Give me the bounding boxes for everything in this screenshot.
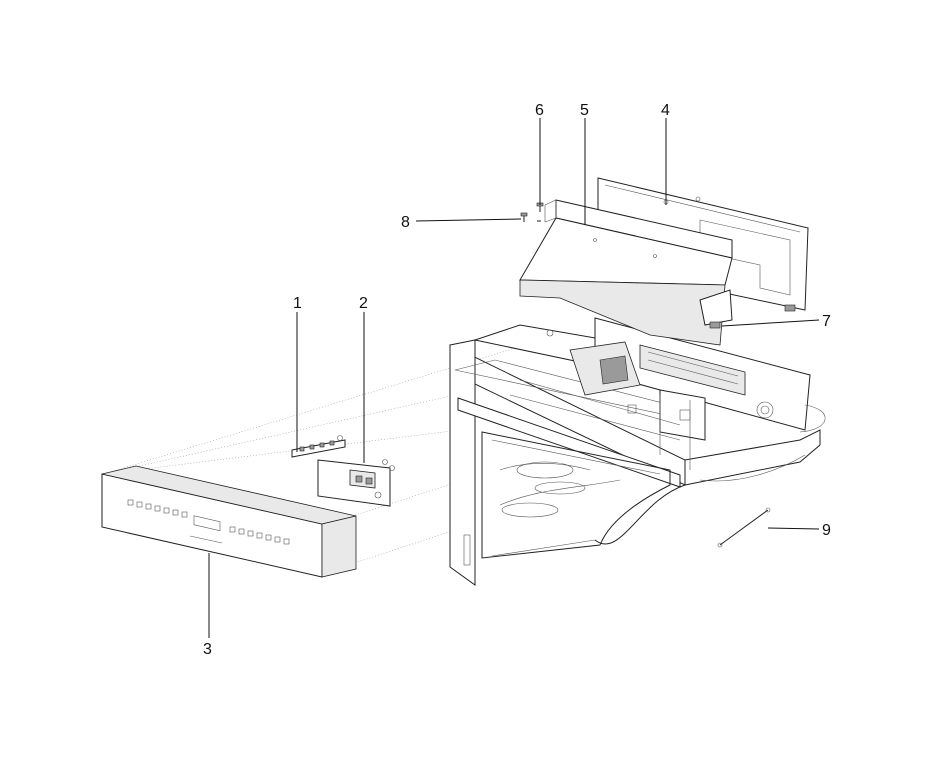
callout-8: 8 [401, 214, 410, 231]
callout-5: 5 [580, 102, 589, 119]
oven-body [449, 317, 826, 586]
callout-1: 1 [293, 295, 302, 312]
control-panel-part [101, 465, 357, 578]
screw-parts [520, 202, 544, 222]
panel-buttons-right [229, 526, 290, 545]
top-hood-part [519, 199, 796, 346]
callout-7: 7 [822, 313, 831, 330]
callout-2: 2 [359, 295, 368, 312]
panel-buttons-left [127, 499, 188, 518]
callout-6: 6 [535, 102, 544, 119]
callout-9: 9 [822, 522, 831, 539]
callout-3: 3 [203, 641, 212, 658]
callout-labels: 1 2 3 4 5 6 7 8 9 [203, 102, 831, 658]
control-board-part [291, 435, 346, 458]
leader-lines [208, 118, 820, 638]
wire-sensor-part [717, 507, 771, 548]
power-board-part [317, 459, 395, 507]
callout-4: 4 [661, 102, 670, 119]
